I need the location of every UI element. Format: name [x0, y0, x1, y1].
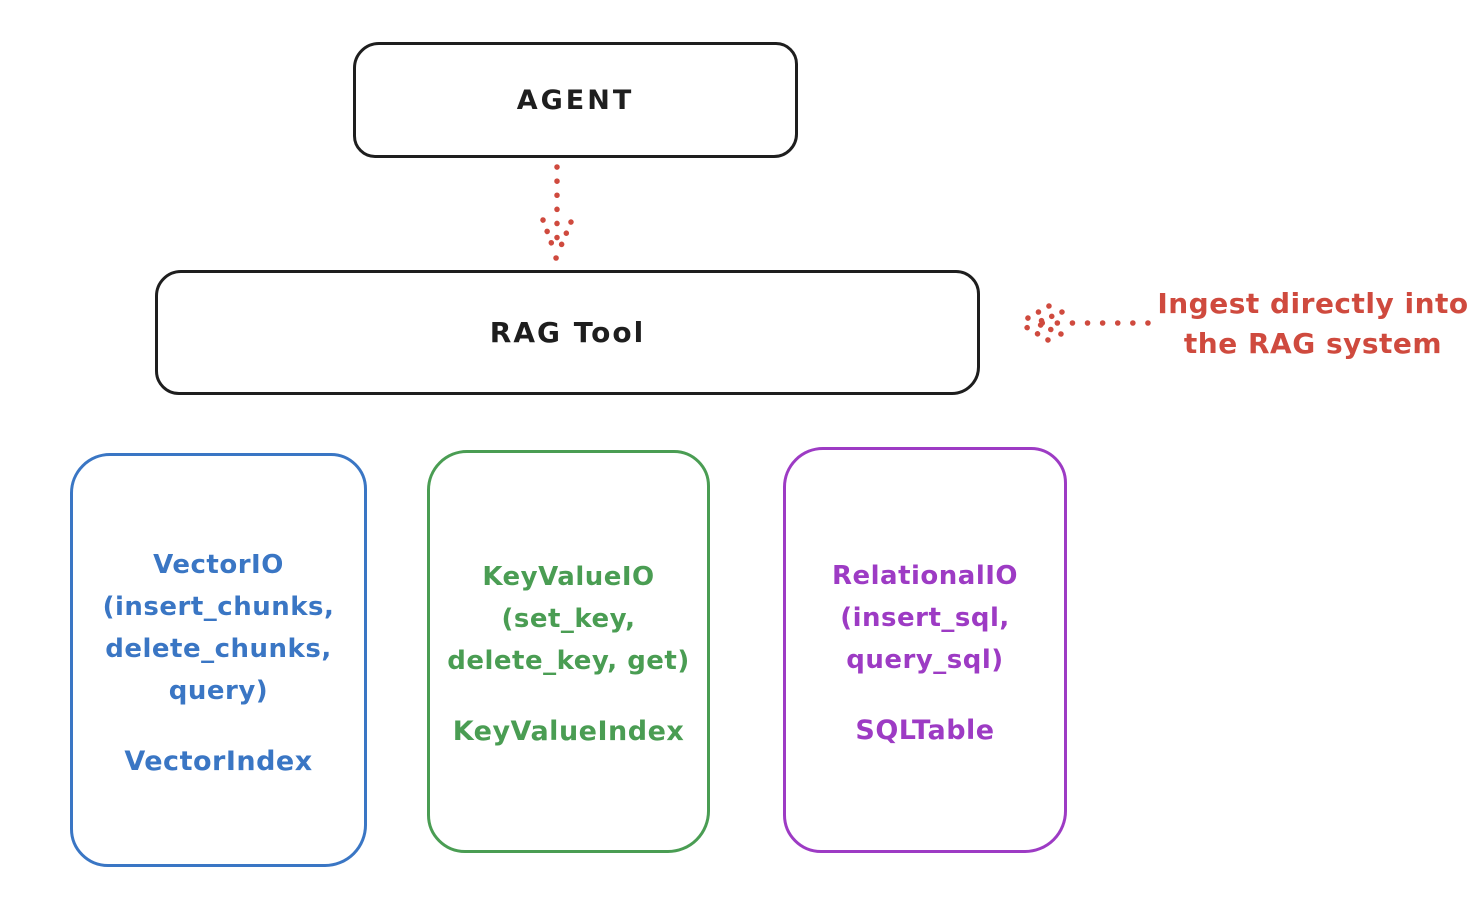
- vector-io-lines: VectorIO (insert_chunks, delete_chunks,que…: [103, 544, 335, 712]
- agent-box-label: AGENT: [516, 84, 635, 116]
- vector-io-box: VectorIO (insert_chunks, delete_chunks,que…: [70, 453, 367, 867]
- box-text-line: (insert_sql,: [840, 602, 1010, 633]
- box-text-line: (set_key,: [501, 604, 636, 634]
- ingest-to-rag-dotted-arrow-icon: [1018, 303, 1151, 343]
- agent-to-rag-dotted-arrow-icon: [540, 164, 574, 261]
- box-text-line: KeyValueIO: [482, 562, 655, 592]
- ingest-annotation-line1: Ingest directly into: [1157, 287, 1469, 320]
- vector-index-label: VectorIndex: [124, 745, 313, 777]
- keyvalue-index-label: KeyValueIndex: [452, 716, 685, 747]
- relational-io-lines: RelationalIO (insert_sql, query_sql): [832, 555, 1018, 681]
- rag-tool-box: RAG Tool: [155, 270, 980, 395]
- box-text-line: (insert_chunks,: [102, 591, 335, 622]
- keyvalue-io-box: KeyValueIO (set_key, delete_key, get) KeyV…: [427, 450, 710, 853]
- agent-box: AGENT: [353, 42, 798, 158]
- box-text-line: RelationalIO: [831, 560, 1019, 591]
- ingest-annotation-line2: the RAG system: [1183, 327, 1443, 360]
- relational-io-box: RelationalIO (insert_sql, query_sql) SQLTa…: [783, 447, 1067, 853]
- sql-table-label: SQLTable: [855, 714, 995, 746]
- box-text-line: query_sql): [846, 644, 1004, 675]
- box-text-line: delete_chunks,: [105, 633, 332, 664]
- box-text-line: VectorIO: [153, 549, 284, 580]
- keyvalue-io-lines: KeyValueIO (set_key, delete_key, get): [447, 556, 690, 682]
- rag-tool-box-label: RAG Tool: [489, 316, 646, 349]
- ingest-annotation: Ingest directly into the RAG system: [1143, 284, 1483, 364]
- box-text-line: query): [168, 675, 269, 706]
- box-text-line: delete_key, get): [447, 646, 690, 676]
